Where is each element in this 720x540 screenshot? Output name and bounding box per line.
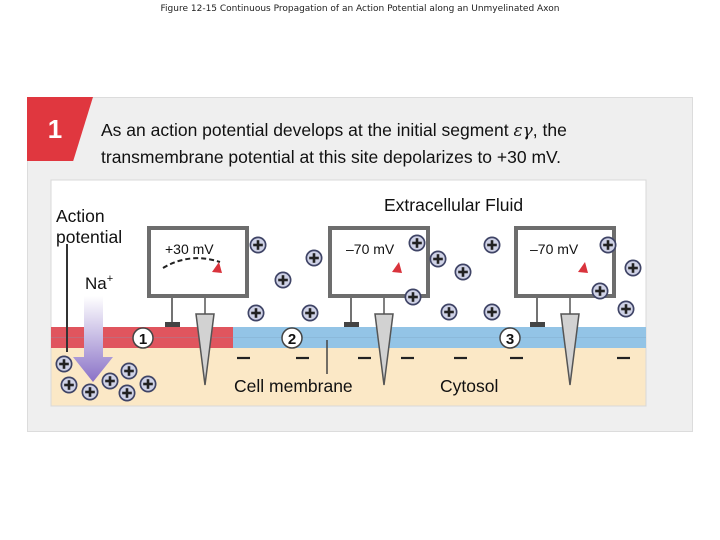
plus-circle-icon xyxy=(429,250,447,268)
meter-2-reading: –70 mV xyxy=(346,241,395,257)
step-number-badge: 1 xyxy=(27,97,93,161)
ion-charge: + xyxy=(107,273,113,285)
segment-marker-2: 2 xyxy=(281,327,303,349)
step-caption: As an action potential develops at the i… xyxy=(101,117,691,170)
plus-circle-icon xyxy=(617,300,635,318)
electrode-2 xyxy=(344,298,394,386)
plus-circle-icon xyxy=(120,362,138,380)
electrode-1 xyxy=(165,298,215,386)
plus-circle-icon xyxy=(305,249,323,267)
step-number: 1 xyxy=(47,113,63,144)
sodium-influx-arrow xyxy=(73,296,113,382)
plus-circle-icon xyxy=(599,236,617,254)
ion-symbol: Na xyxy=(85,274,107,293)
plus-circle-icon xyxy=(55,355,73,373)
voltmeter-3: –70 mV xyxy=(514,226,616,298)
plus-circle-icon xyxy=(440,303,458,321)
action-potential-label-1: Action xyxy=(56,206,105,226)
action-potential-label-2: potential xyxy=(56,227,122,247)
caption-text-1: As an action potential develops at the i… xyxy=(101,120,514,140)
segment-marker-1: 1 xyxy=(132,327,154,349)
electrode-3 xyxy=(530,298,580,386)
plus-circle-icon xyxy=(118,384,136,402)
plus-circle-icon xyxy=(483,236,501,254)
plus-circle-icon xyxy=(454,263,472,281)
segment-2-number: 2 xyxy=(288,331,296,348)
segment-marker-3: 3 xyxy=(499,327,521,349)
meter-1-reading: +30 mV xyxy=(165,241,214,257)
sodium-ion-label: Na+ xyxy=(85,273,113,293)
plus-circle-icon xyxy=(624,259,642,277)
plus-circle-icon xyxy=(591,282,609,300)
meter-3-reading: –70 mV xyxy=(530,241,579,257)
extracellular-label: Extracellular Fluid xyxy=(384,195,523,215)
plus-circle-icon xyxy=(274,271,292,289)
voltmeter-2: –70 mV xyxy=(328,226,430,298)
plus-circle-icon xyxy=(408,234,426,252)
plus-circle-icon xyxy=(139,375,157,393)
plus-circle-icon xyxy=(483,303,501,321)
plus-circle-icon xyxy=(404,288,422,306)
caption-text-2: , the xyxy=(532,120,567,140)
plus-circle-icon xyxy=(81,383,99,401)
cytosol-label: Cytosol xyxy=(440,376,498,396)
plus-circle-icon xyxy=(249,236,267,254)
plus-circle-icon xyxy=(60,376,78,394)
segment-3-number: 3 xyxy=(506,331,514,348)
plus-circle-icon xyxy=(101,372,119,390)
caption-text-3: transmembrane potential at this site dep… xyxy=(101,147,561,167)
plus-circle-icon xyxy=(301,304,319,322)
cell-membrane-label: Cell membrane xyxy=(234,376,353,396)
voltmeter-1: +30 mV xyxy=(147,226,249,298)
figure-title: Figure 12-15 Continuous Propagation of a… xyxy=(160,4,560,14)
segment-1-number: 1 xyxy=(139,331,147,348)
plus-circle-icon xyxy=(247,304,265,322)
initial-segment-symbol: εγ xyxy=(513,121,533,141)
